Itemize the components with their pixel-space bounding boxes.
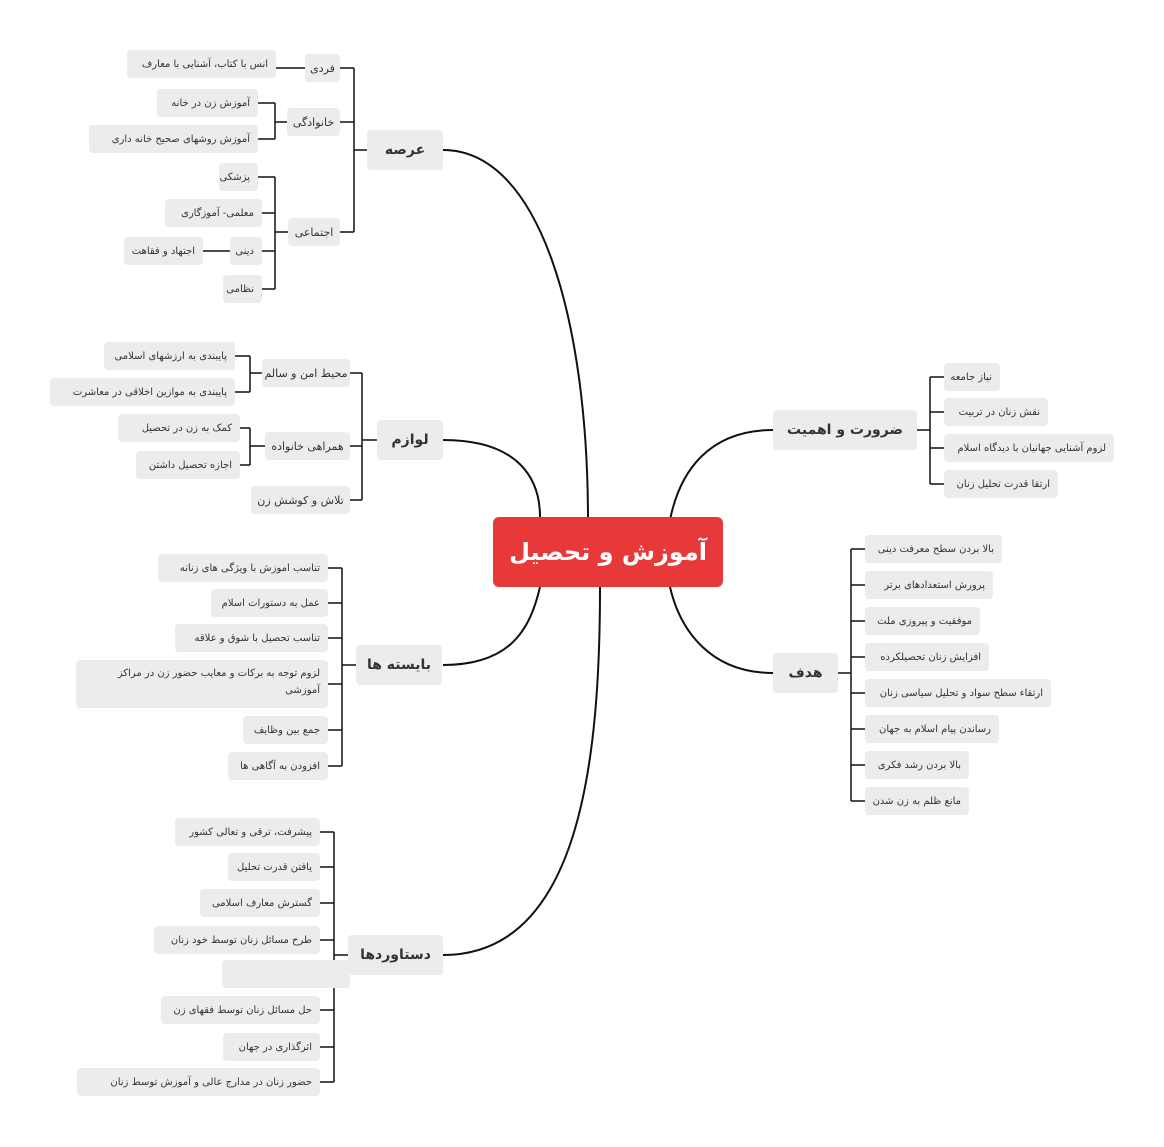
zarurat-item-1[interactable]: نیاز جامعه [944,363,1000,391]
hadaf-item-1[interactable]: بالا بردن سطح معرفت دینی [865,535,1002,563]
branch-zarurat[interactable]: ضرورت و اهمیت [773,410,917,450]
hadaf-item-4[interactable]: افزایش زنان تحصیلکرده [865,643,989,671]
arsa-khanevadegi[interactable]: خانوادگی [287,108,340,136]
bayesteha-item-6[interactable]: افزودن به آگاهی ها [228,752,328,780]
dastavardha-item-5[interactable]: حل مسائل زنان توسط فقهای زن [161,996,320,1024]
hadaf-item-2[interactable]: پرورش استعدادهای برتر [865,571,993,599]
arsa-ejtemai-item-4[interactable]: نظامی [223,275,262,303]
zarurat-item-4[interactable]: ارتقا قدرت تحلیل زنان [944,470,1058,498]
branch-hadaf[interactable]: هدف [773,653,838,693]
lavazem-mohit-item-1[interactable]: پایبندی به ارزشهای اسلامی [104,342,235,370]
bayesteha-item-3[interactable]: تناسب تحصیل با شوق و علاقه [175,624,328,652]
hadaf-item-5[interactable]: ارتقاء سطح سواد و تحلیل سیاسی زنان [865,679,1051,707]
hadaf-item-6[interactable]: رساندن پیام اسلام به جهان [865,715,999,743]
arsa-ejtemai-item-3[interactable]: دینی [230,237,262,265]
dastavardha-item-4[interactable]: طرح مسائل زنان توسط خود زنان [154,926,320,954]
dastavardha-item-2[interactable]: یافتن قدرت تحلیل [228,853,320,881]
dastavardha-item-empty[interactable] [222,960,350,988]
hadaf-item-7[interactable]: بالا بردن رشد فکری [865,751,969,779]
dastavardha-item-7[interactable]: حضور زنان در مدارج عالی و آموزش توسط زنا… [77,1068,320,1096]
arsa-ejtemai-item-1[interactable]: پزشکی [219,163,258,191]
hadaf-item-3[interactable]: موفقیت و پیروزی ملت [865,607,980,635]
arsa-ejtemai[interactable]: اجتماعی [288,218,340,246]
zarurat-item-3[interactable]: لزوم آشنایی جهانیان با دیدگاه اسلام [944,434,1114,462]
dastavardha-item-6[interactable]: اثرگذاری در جهان [223,1033,320,1061]
lavazem-hamrahi-item-1[interactable]: کمک به زن در تحصیل [118,414,240,442]
lavazem-hamrahi-item-2[interactable]: اجازه تحصیل داشتن [136,451,240,479]
hadaf-item-8[interactable]: مانع ظلم به زن شدن [865,787,969,815]
bayesteha-item-1[interactable]: تناسب اموزش با ویژگی های زنانه [158,554,328,582]
branch-dastavardha[interactable]: دستاوردها [348,935,443,975]
bayesteha-item-4[interactable]: لزوم توجه به برکات و معایب حضور زن در مر… [76,660,328,708]
bayesteha-item-5[interactable]: جمع بین وظایف [243,716,328,744]
branch-bayesteha[interactable]: بایسته ها [356,645,442,685]
lavazem-talash[interactable]: تلاش و کوشش زن [251,486,350,514]
dastavardha-item-1[interactable]: پیشرفت، ترقی و تعالی کشور [175,818,320,846]
lavazem-mohit[interactable]: محیط امن و سالم [262,359,350,387]
arsa-khanevadegi-item-1[interactable]: آموزش زن در خانه [157,89,258,117]
dastavardha-item-3[interactable]: گسترش معارف اسلامی [200,889,320,917]
bayesteha-item-2[interactable]: عمل به دستورات اسلام [211,589,328,617]
arsa-ejtemai-item-2[interactable]: معلمی- آموزگاری [165,199,262,227]
lavazem-mohit-item-2[interactable]: پایبندی به موازین اخلاقی در معاشرت [50,378,235,406]
arsa-fardi[interactable]: فردی [305,54,340,82]
arsa-ejtemai-item-3-sub[interactable]: اجتهاد و فقاهت [124,237,203,265]
zarurat-item-2[interactable]: نقش زنان در تربیت [944,398,1048,426]
arsa-khanevadegi-item-2[interactable]: آموزش روشهای صحیح خانه داری [89,125,258,153]
lavazem-hamrahi[interactable]: همراهی خانواده [265,432,350,460]
root-topic[interactable]: آموزش و تحصیل [493,517,723,587]
arsa-fardi-item[interactable]: انس با کتاب، آشنایی با معارف [127,50,276,78]
branch-lavazem[interactable]: لوازم [377,420,443,460]
branch-arsa[interactable]: عرصه [367,130,443,170]
